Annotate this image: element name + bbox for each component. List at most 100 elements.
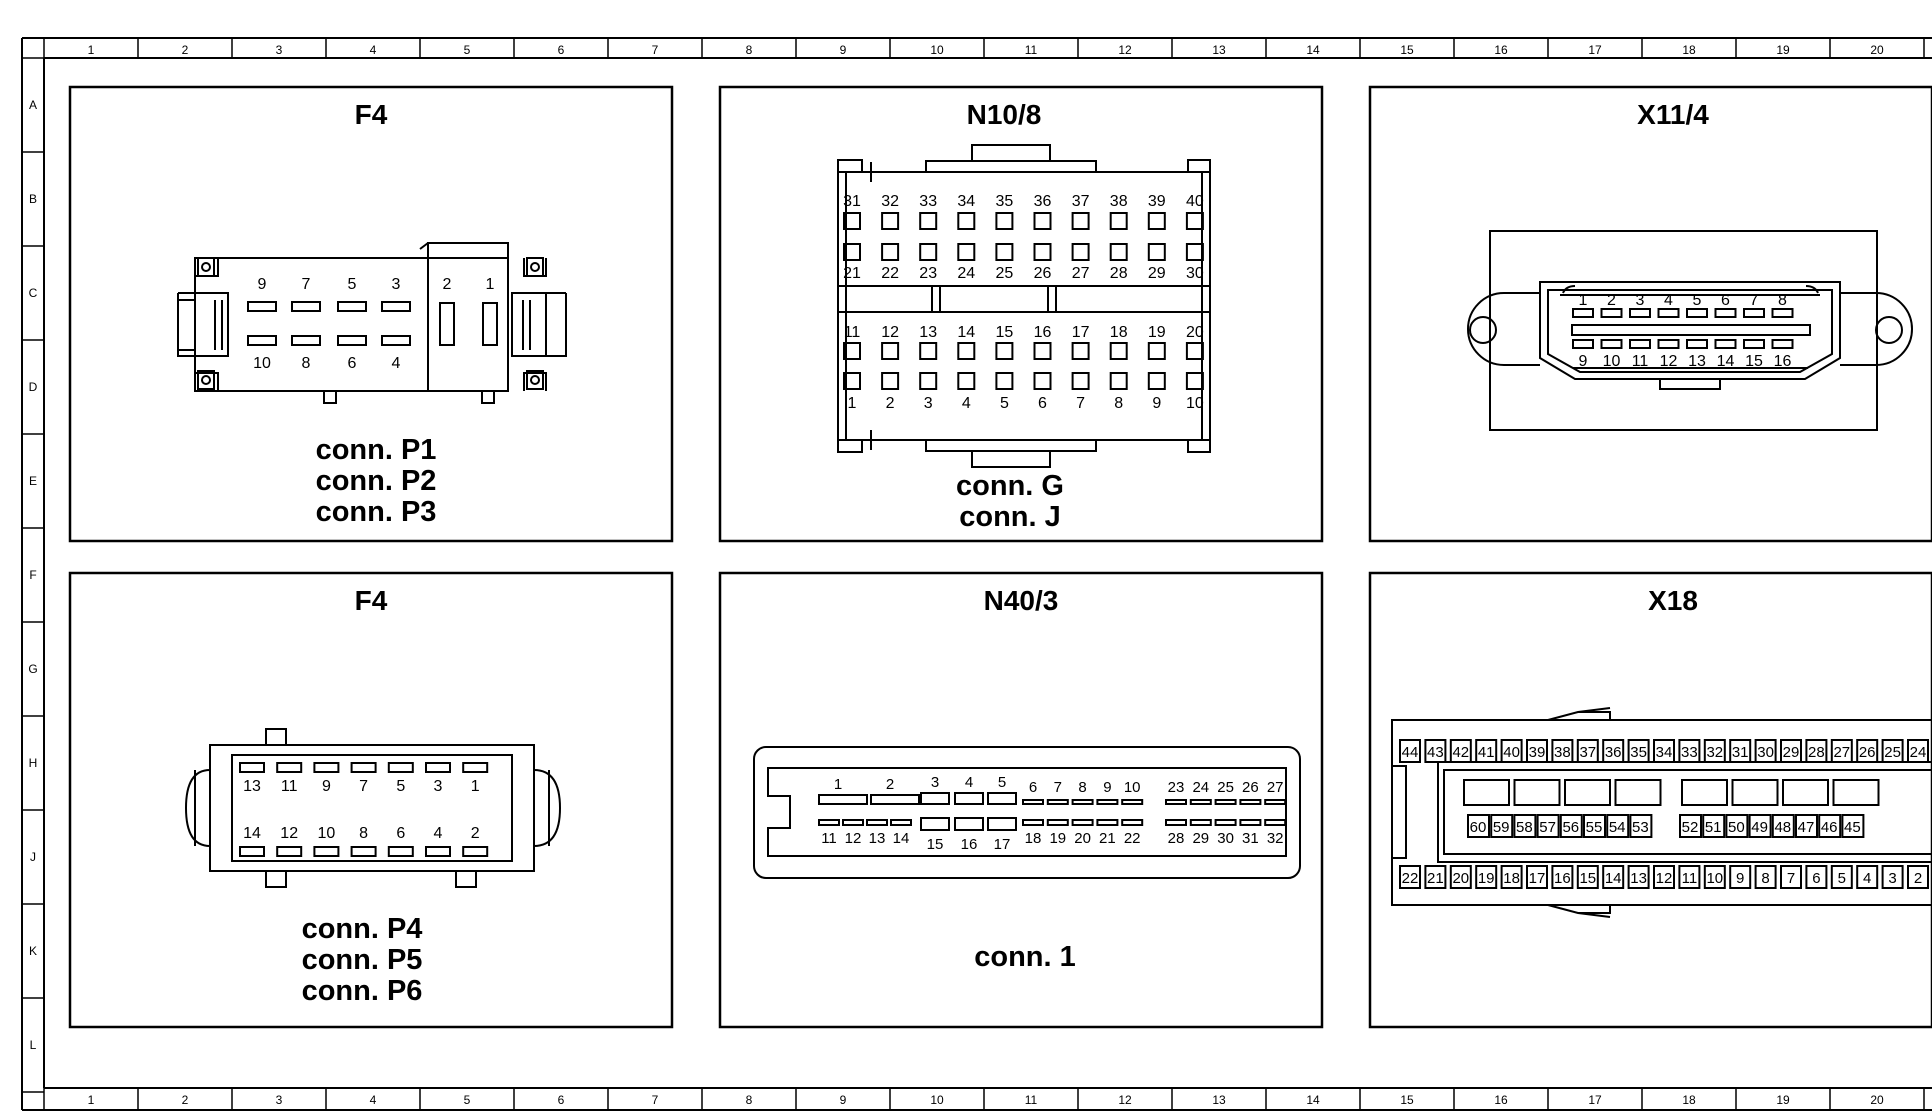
pin-label: 1 [1579,292,1588,309]
pin-block [1832,779,1880,806]
pin-slot [1805,739,1828,763]
pin-slot [313,846,340,857]
pin-slot [1907,865,1929,889]
pin-label: 41 [1478,744,1495,761]
pin-slot [1264,819,1287,826]
pin-label: 26 [1034,265,1052,282]
pin-slot [1805,865,1828,889]
pin-label: 35 [1630,744,1647,761]
column-number: 15 [1400,43,1414,57]
pin-label: 15 [1579,870,1596,887]
pin-label: 9 [322,778,331,795]
pin-slot [1475,739,1498,763]
pin-slot [1513,814,1537,838]
pin-group: 3121111322212233231333424144352515536261… [843,193,1204,412]
pin-label: 10 [1603,353,1621,370]
column-number: 17 [1588,43,1602,57]
pin-label: 28 [1808,744,1825,761]
pin-label: 10 [1186,395,1204,412]
pin-label: 14 [1717,353,1735,370]
pin-label: 9 [1579,353,1588,370]
pin-slot [1185,212,1204,230]
pin-slot [337,301,367,312]
pin-slot [843,212,861,230]
pin-label: 20 [1074,830,1091,847]
pin-label: 4 [1863,870,1871,887]
column-number: 16 [1494,43,1508,57]
pin-label: 5 [396,778,405,795]
pin-slot [1907,739,1929,763]
pin-label: 17 [1529,870,1546,887]
pin-slot [1881,865,1904,889]
pin-slot [1424,739,1447,763]
pin-slot [247,335,277,346]
pin-slot [1185,243,1204,261]
pin-label: 16 [1554,870,1571,887]
pin-slot [1121,799,1144,805]
column-number: 18 [1682,1093,1696,1107]
pin-label: 7 [1750,292,1759,309]
connector-name: conn. P5 [302,944,423,976]
pin-label: 29 [1783,744,1800,761]
pin-label: 48 [1774,819,1791,836]
pin-label: 3 [931,774,939,791]
pin-slot [1109,243,1128,261]
pin-slot [381,301,411,312]
pin-block [1731,779,1779,806]
column-number: 15 [1400,1093,1414,1107]
pin-slot [239,762,265,773]
pin-slot [1743,339,1765,349]
pin-label: 43 [1427,744,1444,761]
row-letter: B [29,192,37,206]
pin-slot [1881,739,1904,763]
pin-label: 37 [1072,193,1090,210]
pin-label: 20 [1186,324,1204,341]
connector-drawing [753,746,1301,879]
pin-label: 19 [1148,324,1166,341]
pin-slot [1551,739,1574,763]
pin-label: 13 [243,778,261,795]
pin-label: 10 [1706,870,1723,887]
pin-label: 2 [443,276,452,293]
pin-slot [1147,212,1166,230]
row-letter: K [29,944,37,958]
pin-label: 15 [927,836,944,853]
pin-label: 12 [280,825,298,842]
pin-label: 1 [486,276,495,293]
pin-slot [1189,819,1212,826]
pin-slot [1771,339,1794,349]
pin-label: 4 [965,774,973,791]
panel-title: X11/4 [1637,99,1709,130]
pin-label: 37 [1579,744,1596,761]
pin-label: 8 [1078,779,1086,796]
pin-label: 21 [1427,870,1444,887]
pin-slot [995,212,1014,230]
pin-slot [870,794,920,805]
pin-slot [1449,865,1472,889]
pin-slot [1500,739,1523,763]
pin-label: 50 [1728,819,1745,836]
pin-label: 30 [1217,830,1234,847]
pin-slot [881,212,900,230]
column-number: 7 [652,43,659,57]
pin-label: 21 [1099,830,1116,847]
pin-slot [1165,819,1187,826]
pin-label: 7 [302,276,311,293]
pin-label: 2 [886,776,894,793]
pin-slot [1147,342,1166,360]
connector-drawing [184,728,562,888]
pin-slot [1185,372,1204,390]
column-number: 17 [1588,1093,1602,1107]
column-number: 18 [1682,43,1696,57]
panel-title: F4 [355,99,388,130]
pin-slot [1033,243,1052,261]
pin-slot [1490,814,1514,838]
pin-slot [387,762,414,773]
row-letter: D [29,380,38,394]
panel-title: N40/3 [984,585,1059,616]
pin-slot [1602,865,1625,889]
